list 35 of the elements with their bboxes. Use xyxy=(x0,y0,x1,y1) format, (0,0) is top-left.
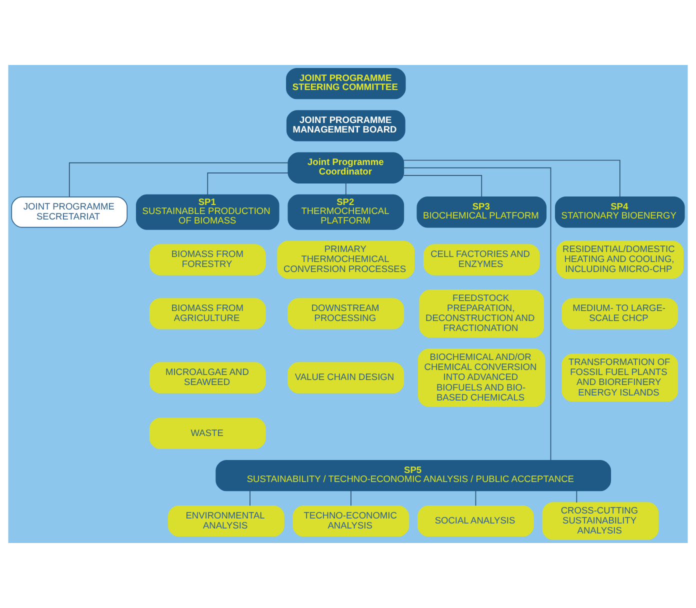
node-box: SOCIAL ANALYSIS xyxy=(418,505,534,537)
node-box: FEEDSTOCK PREPARATION, DECONSTRUCTION AND FRACTIONATION xyxy=(419,290,544,338)
node-box: WASTE xyxy=(149,418,266,449)
connector xyxy=(68,162,288,198)
connector xyxy=(207,172,288,196)
node-box: MEDIUM- TO LARGE-SCALE CHCP xyxy=(562,298,678,330)
node-box: BIOMASS FROM AGRICULTURE xyxy=(149,298,266,330)
node-box: CELL FACTORIES AND ENZYMES xyxy=(423,244,540,276)
node-box: JOINT PROGRAMME STEERING COMMITTEE xyxy=(286,68,406,100)
node-box: JOINT PROGRAMME SECRETARIAT xyxy=(11,196,128,228)
node-box: SP5 SUSTAINABILITY / TECHNO-ECONOMIC ANALYSIS / PUBLIC ACCEPTANCE xyxy=(216,460,612,492)
node-box: JOINT PROGRAMME MANAGEMENT BOARD xyxy=(286,110,406,142)
node-box: SP2 THERMOCHEMICAL PLATFORM xyxy=(288,194,404,230)
node-box: SP1 SUSTAINABLE PRODUCTION OF BIOMASS xyxy=(136,194,280,230)
connector xyxy=(475,490,476,506)
connector xyxy=(403,175,482,198)
node-box: RESIDENTIAL/DOMESTIC HEATING AND COOLING, INCLUDING MICRO-CHP xyxy=(556,240,684,279)
node-box: PRIMARY THERMOCHEMICAL CONVERSION PROCESSES xyxy=(277,240,415,279)
node-box: VALUE CHAIN DESIGN xyxy=(288,362,404,394)
connector xyxy=(345,182,346,195)
node-box: ENVIRONMENTAL ANALYSIS xyxy=(168,505,284,537)
node-box: SP4 STATIONARY BIOENERGY xyxy=(554,196,685,228)
node-box: Joint Programme Coordinator xyxy=(288,152,404,184)
node-box: MICROALGAE AND SEAWEED xyxy=(149,362,266,394)
connector xyxy=(576,490,578,503)
node-box: TRANSFORMATION OF FOSSIL FUEL PLANTS AND BIOREFINERY ENERGY ISLANDS xyxy=(562,354,678,402)
connector xyxy=(350,490,352,506)
node-box: BIOMASS FROM FORESTRY xyxy=(149,244,266,276)
node-box: DOWNSTREAM PROCESSING xyxy=(288,298,404,330)
node-box: SP3 BIOCHEMICAL PLATFORM xyxy=(416,196,547,228)
node-box: TECHNO-ECONOMIC ANALYSIS xyxy=(292,505,410,537)
connector xyxy=(403,167,552,461)
node-box: CROSS-CUTTING SUSTAINABILITY ANALYSIS xyxy=(542,502,659,540)
node-box: BIOCHEMICAL AND/OR CHEMICAL CONVERSION INTO ADVANCED BIOFUELS AND BIO-BASED CHEMICALS xyxy=(418,348,546,407)
connector xyxy=(403,160,620,198)
